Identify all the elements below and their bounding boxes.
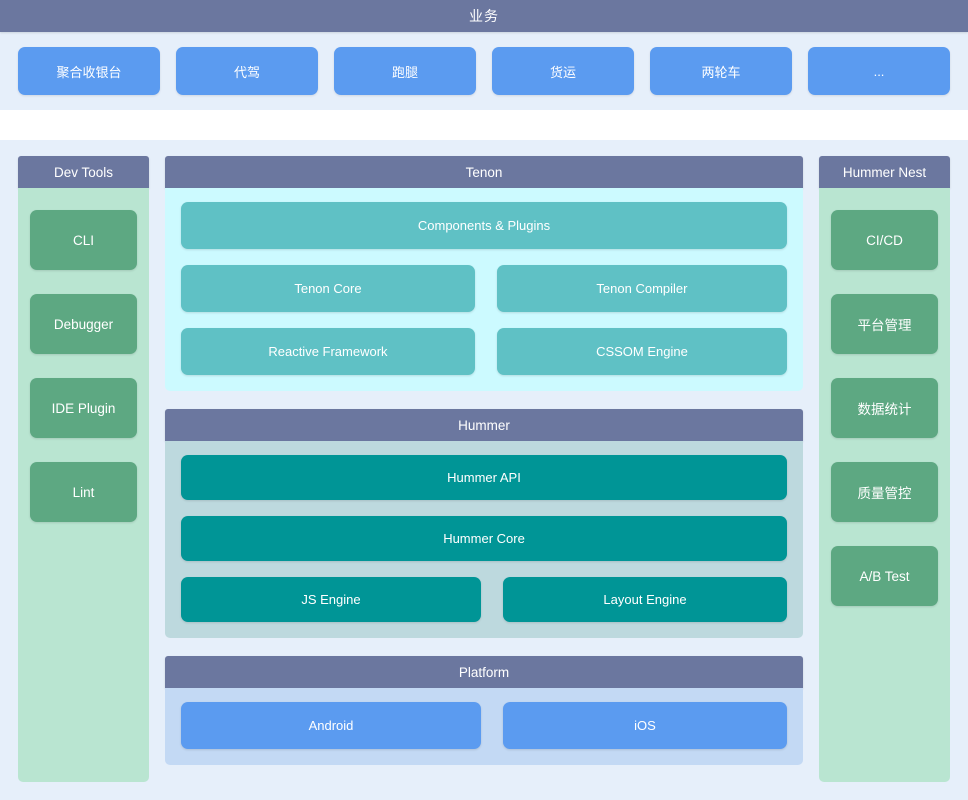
dev-tools-item-cli[interactable]: CLI — [30, 210, 137, 270]
tenon-box-tenon-compiler[interactable]: Tenon Compiler — [496, 265, 787, 312]
dev-tools-item-lint[interactable]: Lint — [30, 462, 137, 522]
dev-tools-column: Dev Tools CLI Debugger IDE Plugin Lint — [18, 156, 149, 782]
hummer-section: Hummer Hummer API Hummer Core JS Engine … — [165, 409, 803, 638]
hummer-box-js-engine[interactable]: JS Engine — [181, 577, 481, 622]
platform-body: Android iOS — [165, 688, 803, 765]
hummer-box-api[interactable]: Hummer API — [181, 455, 787, 500]
business-panel-title: 业务 — [0, 0, 968, 32]
hummer-nest-item-platform-management[interactable]: 平台管理 — [831, 294, 938, 354]
core-stack-column: Tenon Components & Plugins Tenon Core Te… — [165, 156, 803, 782]
tenon-row-components: Components & Plugins — [181, 202, 787, 249]
hummer-row-api: Hummer API — [181, 455, 787, 500]
platform-box-android[interactable]: Android — [181, 702, 481, 749]
business-tag-freight[interactable]: 货运 — [492, 47, 634, 95]
business-tag-aggregate-cashier[interactable]: 聚合收银台 — [18, 47, 160, 95]
tenon-box-cssom-engine[interactable]: CSSOM Engine — [496, 328, 787, 375]
tenon-box-components-and-plugins[interactable]: Components & Plugins — [181, 202, 787, 249]
hummer-row-core: Hummer Core — [181, 516, 787, 561]
business-tag-two-wheeler[interactable]: 两轮车 — [650, 47, 792, 95]
hummer-nest-item-ci-cd[interactable]: CI/CD — [831, 210, 938, 270]
hummer-nest-item-data-statistics[interactable]: 数据统计 — [831, 378, 938, 438]
panel-divider-gap — [0, 110, 968, 140]
hummer-nest-title: Hummer Nest — [819, 156, 950, 188]
architecture-panel: Dev Tools CLI Debugger IDE Plugin Lint T… — [0, 140, 968, 800]
dev-tools-title: Dev Tools — [18, 156, 149, 188]
hummer-nest-item-list: CI/CD 平台管理 数据统计 质量管控 A/B Test — [819, 188, 950, 782]
platform-title: Platform — [165, 656, 803, 688]
hummer-nest-item-ab-test[interactable]: A/B Test — [831, 546, 938, 606]
dev-tools-item-ide-plugin[interactable]: IDE Plugin — [30, 378, 137, 438]
dev-tools-item-list: CLI Debugger IDE Plugin Lint — [18, 188, 149, 782]
tenon-row-core: Tenon Core Tenon Compiler — [181, 265, 787, 312]
hummer-nest-item-quality-control[interactable]: 质量管控 — [831, 462, 938, 522]
tenon-body: Components & Plugins Tenon Core Tenon Co… — [165, 188, 803, 391]
business-tag-list: 聚合收银台 代驾 跑腿 货运 两轮车 ... — [0, 32, 968, 110]
tenon-section: Tenon Components & Plugins Tenon Core Te… — [165, 156, 803, 391]
platform-section: Platform Android iOS — [165, 656, 803, 765]
business-panel: 业务 聚合收银台 代驾 跑腿 货运 两轮车 ... — [0, 0, 968, 110]
hummer-box-layout-engine[interactable]: Layout Engine — [502, 577, 787, 622]
dev-tools-item-debugger[interactable]: Debugger — [30, 294, 137, 354]
platform-row-targets: Android iOS — [181, 702, 787, 749]
business-tag-errand[interactable]: 跑腿 — [334, 47, 476, 95]
business-tag-designated-driving[interactable]: 代驾 — [176, 47, 318, 95]
tenon-box-tenon-core[interactable]: Tenon Core — [181, 265, 475, 312]
business-tag-more[interactable]: ... — [808, 47, 950, 95]
hummer-body: Hummer API Hummer Core JS Engine Layout … — [165, 441, 803, 638]
hummer-box-core[interactable]: Hummer Core — [181, 516, 787, 561]
tenon-box-reactive-framework[interactable]: Reactive Framework — [181, 328, 475, 375]
platform-box-ios[interactable]: iOS — [502, 702, 787, 749]
hummer-title: Hummer — [165, 409, 803, 441]
hummer-row-engines: JS Engine Layout Engine — [181, 577, 787, 622]
tenon-row-framework: Reactive Framework CSSOM Engine — [181, 328, 787, 375]
hummer-nest-column: Hummer Nest CI/CD 平台管理 数据统计 质量管控 A/B Tes… — [819, 156, 950, 782]
tenon-title: Tenon — [165, 156, 803, 188]
